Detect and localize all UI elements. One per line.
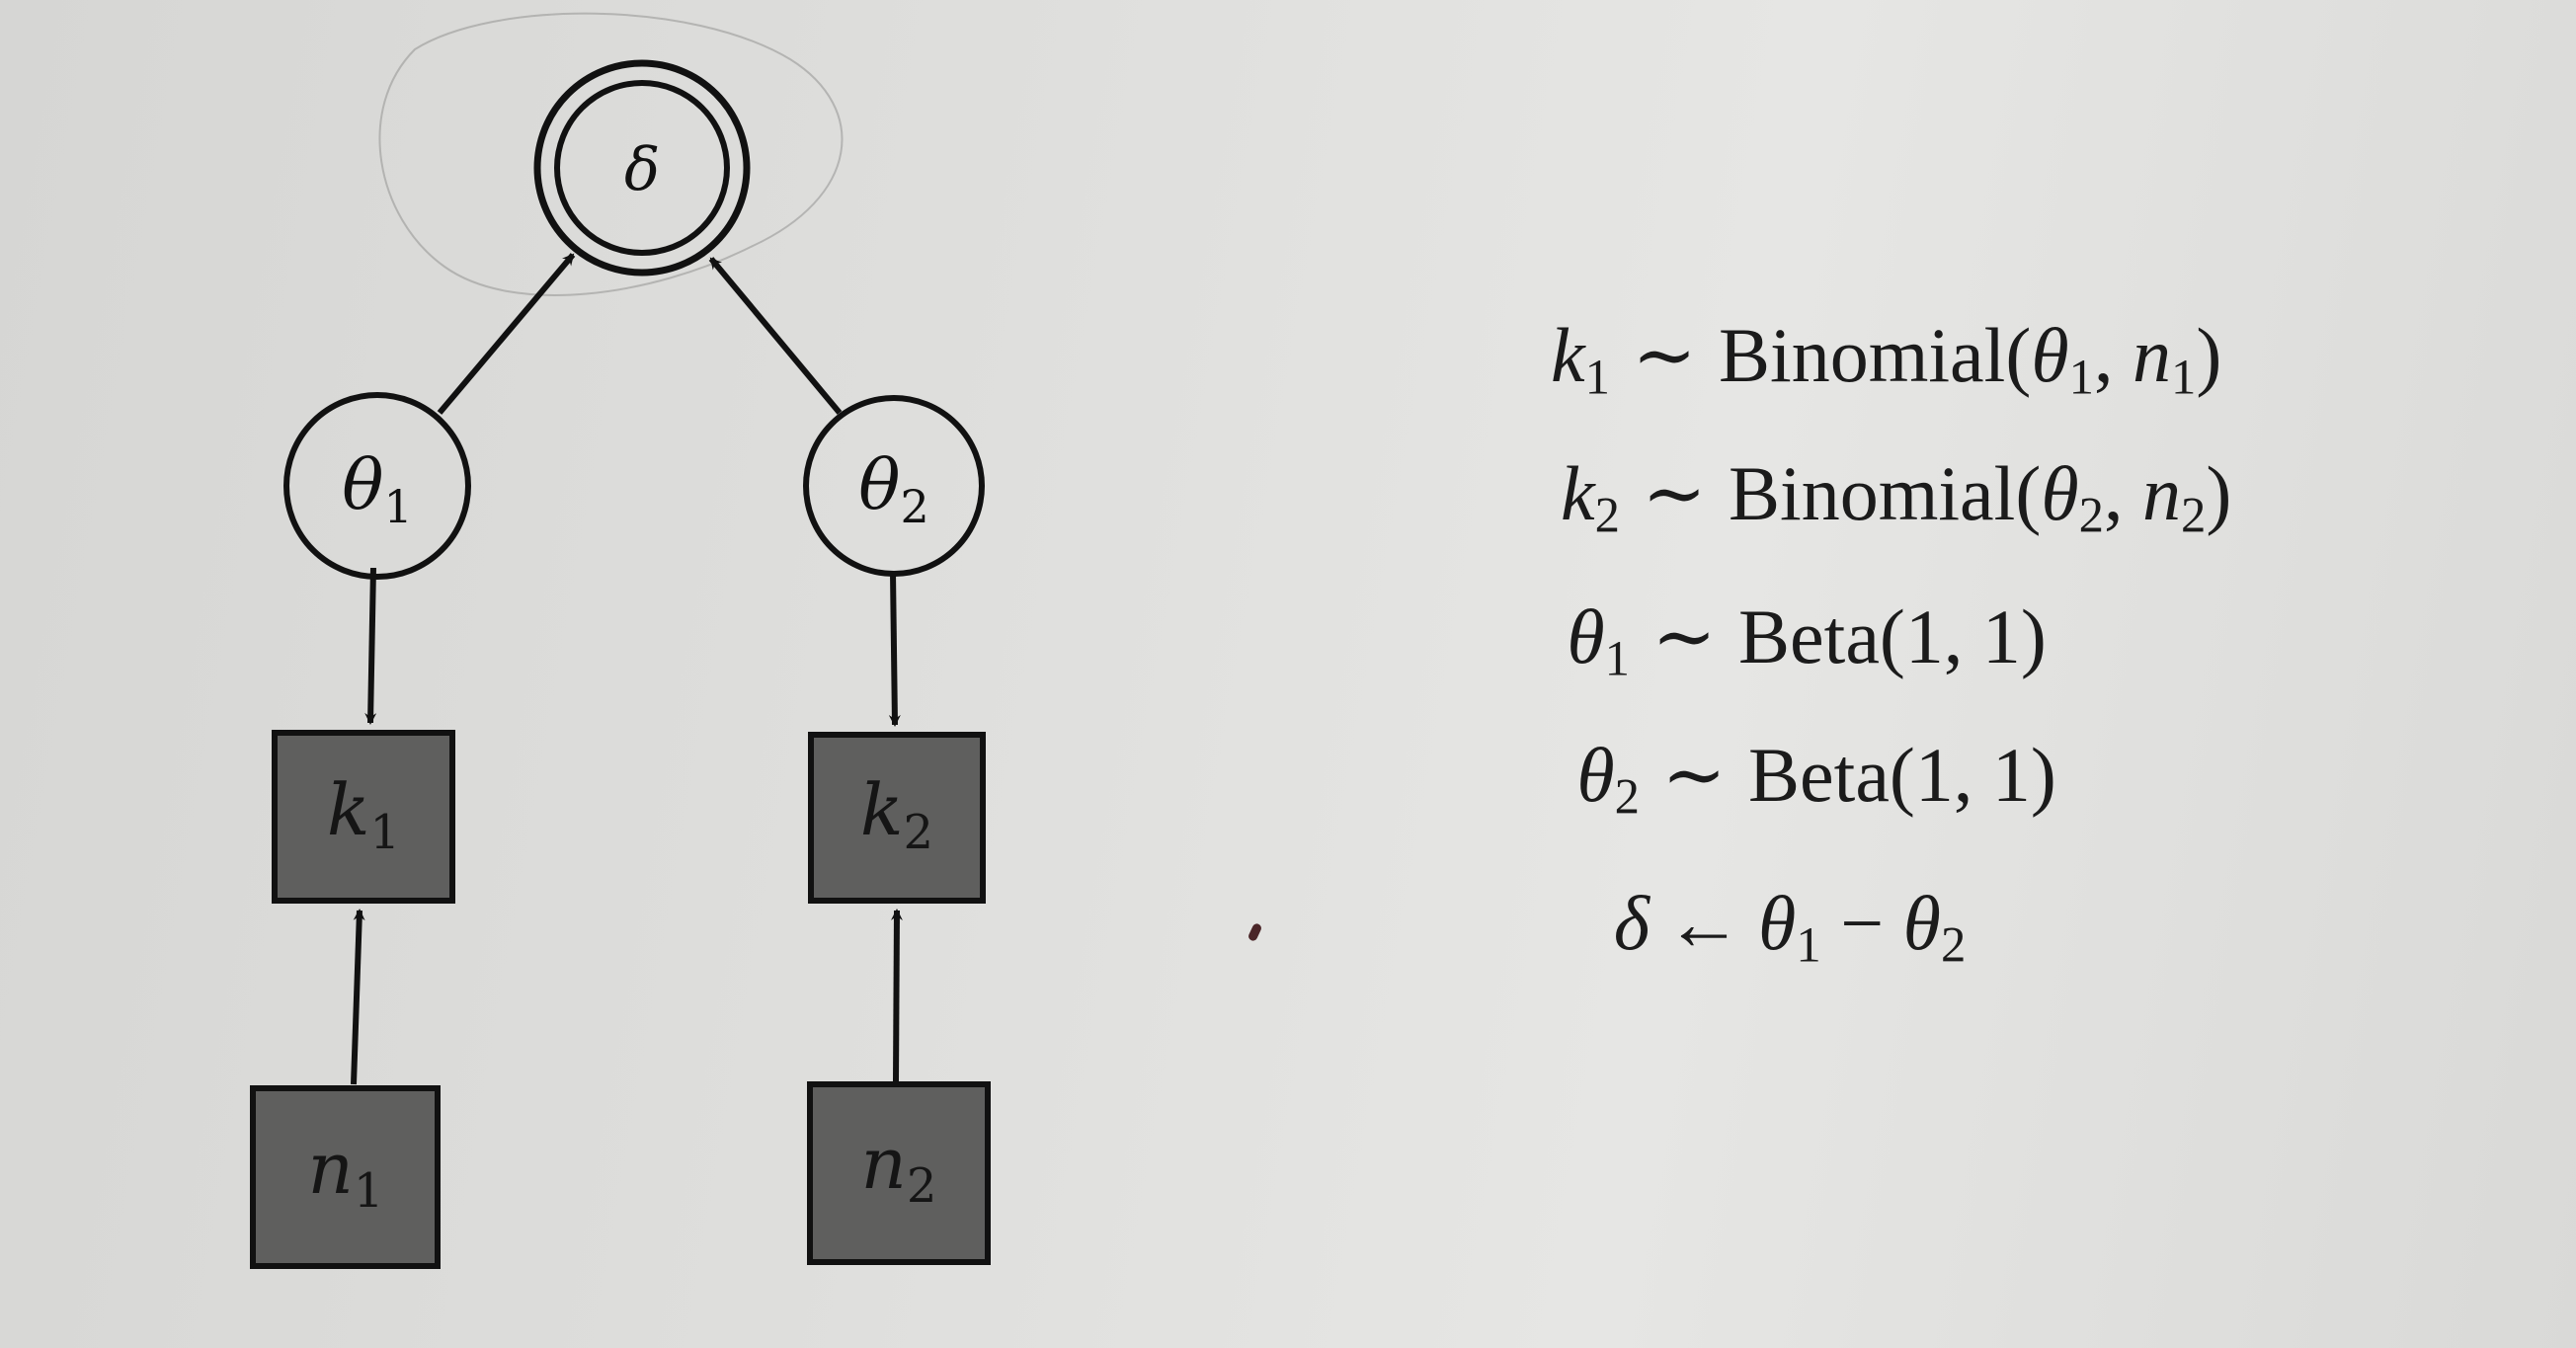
node-n1: n1 (250, 1085, 441, 1269)
graphical-model-diagram: δ θ1 θ2 k1 k2 n1 n2 (250, 12, 991, 1269)
eq-lhs: θ1 (1567, 594, 1630, 686)
eq-rhs: θ1 − θ2 (1758, 880, 1967, 973)
eq-lhs: k1 (1551, 312, 1610, 405)
edge-n2-to-k2 (890, 909, 903, 1082)
node-k2-sub: 2 (904, 805, 934, 860)
ink-mark (1247, 921, 1263, 943)
eq-op: ∼ (1632, 312, 1697, 398)
svg-text:k1: k1 (327, 768, 400, 860)
equation-k2: k2 ∼ Binomial(θ2, n2) (1472, 449, 2231, 544)
equation-delta: δ←θ1 − θ2 (1501, 879, 1967, 974)
svg-text:n2: n2 (861, 1122, 937, 1214)
node-theta2: θ2 (803, 395, 985, 577)
node-theta2-sub: 2 (900, 480, 928, 533)
node-k1: k1 (272, 730, 455, 904)
eq-op: ∼ (1661, 732, 1727, 818)
eq-op: ∼ (1642, 450, 1707, 536)
equation-theta1: θ1∼Beta(1, 1) (1482, 593, 2047, 687)
node-k1-sub: 1 (370, 805, 401, 860)
edge-theta1-to-k1 (364, 567, 377, 725)
eq-lhs: θ2 (1576, 732, 1640, 825)
edge-n1-to-k1 (351, 909, 365, 1085)
edge-theta2-to-delta (708, 257, 843, 415)
node-theta1-sub: 1 (383, 480, 412, 533)
pencil-scribble (378, 12, 844, 296)
svg-text:n1: n1 (308, 1127, 384, 1219)
edge-theta2-to-k2 (888, 572, 901, 727)
node-k1-label: k (327, 768, 370, 851)
eq-op: ∼ (1651, 594, 1717, 679)
node-k2-label: k (860, 768, 904, 851)
node-delta-label: δ (624, 135, 660, 204)
node-delta: δ (533, 59, 751, 277)
node-theta1: θ1 (283, 392, 471, 580)
eq-op: ← (1665, 880, 1742, 966)
node-n1-label: n (308, 1127, 354, 1210)
node-n2-sub: 2 (907, 1158, 937, 1214)
svg-text:θ1: θ1 (342, 444, 412, 533)
node-theta2-label: θ (858, 444, 900, 525)
node-n1-sub: 1 (354, 1163, 384, 1219)
svg-text:θ2: θ2 (858, 444, 928, 533)
eq-rhs: Beta(1, 1) (1738, 594, 2047, 679)
eq-lhs: δ (1613, 880, 1650, 966)
equation-k1: k1 ∼ Binomial(θ1, n1) (1462, 311, 2221, 406)
edge-theta1-to-delta (437, 253, 576, 415)
eq-rhs: Binomial(θ1, n1) (1719, 312, 2222, 405)
node-theta1-label: θ (342, 444, 383, 525)
eq-rhs: Binomial(θ2, n2) (1729, 450, 2232, 543)
equation-theta2: θ2∼Beta(1, 1) (1491, 731, 2056, 826)
eq-lhs: k2 (1561, 450, 1620, 543)
node-n2-label: n (861, 1122, 907, 1205)
node-k2: k2 (808, 732, 986, 904)
svg-text:k2: k2 (860, 768, 933, 860)
node-n2: n2 (807, 1081, 991, 1265)
eq-rhs: Beta(1, 1) (1748, 732, 2056, 818)
